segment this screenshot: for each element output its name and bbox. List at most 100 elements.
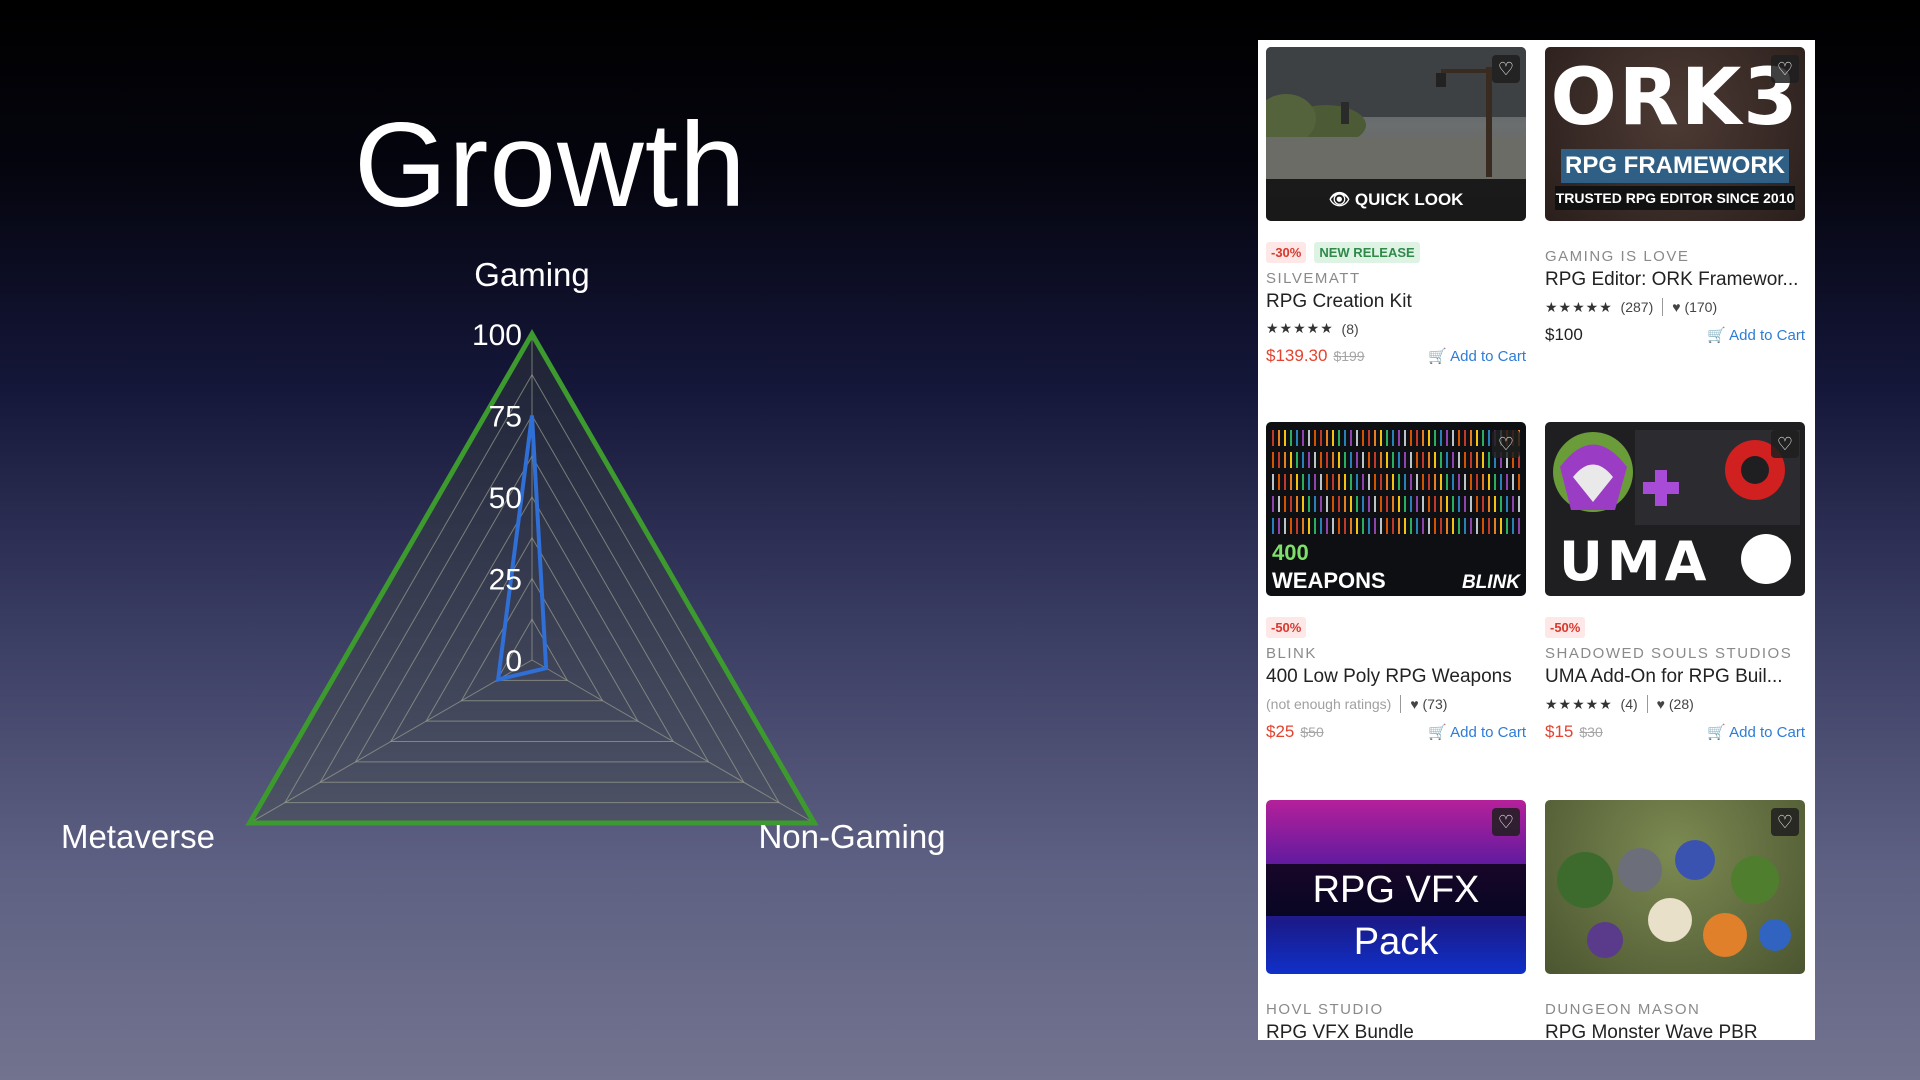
weapon-sprite	[1452, 452, 1454, 468]
weapon-sprite	[1374, 474, 1376, 490]
radar-grid-ring	[425, 536, 639, 722]
weapon-sprite	[1470, 452, 1472, 468]
weapon-sprite	[1470, 474, 1472, 490]
weapon-sprite	[1284, 518, 1286, 534]
product-title[interactable]: RPG VFX Bundle	[1266, 1022, 1414, 1040]
weapon-sprite	[1446, 474, 1448, 490]
weapon-sprite	[1344, 452, 1346, 468]
asset-store-panel: ♡ 👁 QUICK LOOK -30%NEW RELEASE SILVEMATT…	[1258, 40, 1815, 1040]
publisher-name[interactable]: DUNGEON MASON	[1545, 1001, 1701, 1018]
weapon-sprite	[1512, 496, 1514, 512]
product-card[interactable]: ♡ 👁 QUICK LOOK -30%NEW RELEASE SILVEMATT…	[1266, 47, 1526, 366]
weapon-sprite	[1392, 430, 1394, 446]
add-to-cart-button[interactable]: 🛒 Add to Cart	[1707, 326, 1805, 344]
product-card[interactable]: ORK3 RPG FRAMEWORK TRUSTED RPG EDITOR SI…	[1545, 47, 1805, 345]
publisher-name[interactable]: GAMING IS LOVE	[1545, 248, 1690, 265]
tick-label: 100	[472, 319, 522, 352]
product-card[interactable]: ♡ DUNGEON MASON RPG Monster Wave PBR	[1545, 800, 1805, 1040]
thumb-logo: ORK3	[1550, 53, 1800, 143]
product-title[interactable]: UMA Add-On for RPG Buil...	[1545, 666, 1783, 687]
weapon-sprite	[1332, 518, 1334, 534]
weapon-sprite	[1350, 518, 1352, 534]
weapon-sprite	[1410, 430, 1412, 446]
current-price: $15	[1545, 722, 1574, 741]
product-thumbnail[interactable]: ♡	[1545, 800, 1805, 974]
weapon-sprite	[1386, 430, 1388, 446]
weapon-sprite	[1446, 518, 1448, 534]
weapon-sprite	[1380, 518, 1382, 534]
weapon-sprite	[1284, 474, 1286, 490]
weapon-sprite	[1416, 518, 1418, 534]
weapon-sprite	[1452, 474, 1454, 490]
wishlist-heart-icon[interactable]: ♡	[1492, 55, 1520, 83]
publisher-name[interactable]: HOVL STUDIO	[1266, 1001, 1384, 1018]
wishlist-heart-icon[interactable]: ♡	[1771, 430, 1799, 458]
wishlist-heart-icon[interactable]: ♡	[1492, 808, 1520, 836]
product-card[interactable]: UMA ♡ -50% SHADOWED SOULS STUDIOS UMA Ad…	[1545, 422, 1805, 742]
weapon-sprite	[1398, 452, 1400, 468]
weapon-sprite	[1308, 474, 1310, 490]
weapon-sprite	[1338, 518, 1340, 534]
weapon-sprite	[1434, 452, 1436, 468]
thumb-label: WEAPONS	[1272, 568, 1386, 593]
weapon-sprite	[1416, 496, 1418, 512]
weapon-sprite	[1458, 496, 1460, 512]
wishlist-heart-icon[interactable]: ♡	[1771, 808, 1799, 836]
product-thumbnail[interactable]: RPG VFX Pack ♡	[1266, 800, 1526, 974]
current-price: $25	[1266, 722, 1295, 741]
add-to-cart-button[interactable]: 🛒 Add to Cart	[1707, 723, 1805, 741]
product-title[interactable]: RPG Creation Kit	[1266, 291, 1412, 312]
publisher-name[interactable]: BLINK	[1266, 645, 1317, 662]
tick-label: 50	[489, 482, 522, 515]
weapon-sprite	[1500, 474, 1502, 490]
wishlist-heart-icon[interactable]: ♡	[1771, 55, 1799, 83]
add-to-cart-button[interactable]: 🛒 Add to Cart	[1428, 723, 1526, 741]
weapon-sprite	[1422, 430, 1424, 446]
weapon-sprite	[1308, 496, 1310, 512]
product-title[interactable]: RPG Editor: ORK Framewor...	[1545, 269, 1799, 290]
weapon-sprite	[1428, 474, 1430, 490]
weapon-sprite	[1374, 496, 1376, 512]
weapon-sprite	[1506, 518, 1508, 534]
heart-icon: ♥	[1410, 696, 1419, 712]
discount-badge: -30%	[1266, 242, 1307, 263]
wishlist-heart-icon[interactable]: ♡	[1492, 430, 1520, 458]
tick-label: 25	[489, 564, 522, 597]
weapon-sprite	[1488, 452, 1490, 468]
weapon-sprite	[1368, 430, 1370, 446]
weapon-sprite	[1440, 452, 1442, 468]
current-price: $100	[1545, 325, 1583, 344]
product-thumbnail[interactable]: 400 WEAPONS BLINK ♡	[1266, 422, 1526, 596]
weapon-sprite	[1422, 452, 1424, 468]
product-card[interactable]: RPG VFX Pack ♡ HOVL STUDIO RPG VFX Bundl…	[1266, 800, 1526, 1040]
product-thumbnail[interactable]: ♡ 👁 QUICK LOOK	[1266, 47, 1526, 221]
thumb-label: RPG VFX Pack	[1266, 864, 1526, 963]
add-to-cart-button[interactable]: 🛒 Add to Cart	[1428, 347, 1526, 365]
product-title[interactable]: 400 Low Poly RPG Weapons	[1266, 666, 1512, 687]
radar-series	[245, 328, 819, 826]
weapon-sprite	[1398, 430, 1400, 446]
product-title[interactable]: RPG Monster Wave PBR	[1545, 1022, 1758, 1040]
quick-look-label: QUICK LOOK	[1354, 190, 1464, 209]
publisher-name[interactable]: SILVEMATT	[1266, 270, 1361, 287]
weapon-sprite	[1302, 518, 1304, 534]
weapon-sprite	[1482, 474, 1484, 490]
price: $139.30$199	[1266, 346, 1365, 366]
radar-series-polygon	[495, 415, 549, 683]
weapon-sprite	[1344, 518, 1346, 534]
weapon-sprite	[1506, 496, 1508, 512]
cart-icon: 🛒	[1707, 327, 1726, 344]
publisher-name[interactable]: SHADOWED SOULS STUDIOS	[1545, 645, 1793, 662]
badge-row: -50%	[1266, 617, 1526, 639]
weapon-sprite	[1386, 496, 1388, 512]
product-thumbnail[interactable]: ORK3 RPG FRAMEWORK TRUSTED RPG EDITOR SI…	[1545, 47, 1805, 221]
product-card[interactable]: 400 WEAPONS BLINK ♡ -50% BLINK 400 Low P…	[1266, 422, 1526, 742]
weapon-sprite	[1272, 430, 1274, 446]
discount-badge: -50%	[1545, 617, 1586, 638]
rating-count: (8)	[1341, 320, 1359, 337]
quick-look-button[interactable]: 👁 QUICK LOOK	[1266, 179, 1526, 221]
rating-row: ★★★★★ (287)♥ (170)	[1545, 298, 1805, 316]
thumb-brand: BLINK	[1461, 572, 1520, 593]
product-thumbnail[interactable]: UMA ♡	[1545, 422, 1805, 596]
weapon-sprite	[1440, 474, 1442, 490]
